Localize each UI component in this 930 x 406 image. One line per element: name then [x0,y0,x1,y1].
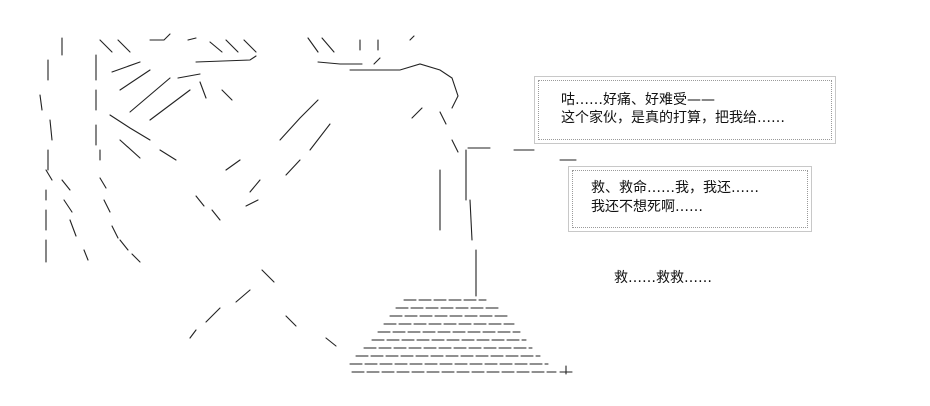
figure-body [195,195,259,221]
upper-fingers [187,37,335,53]
bubble1-line-2: 这个家伙，是真的打算，把我给…… [561,110,785,126]
pole-strokes [439,149,477,297]
palm-lines [109,114,177,161]
left-hair-strokes [39,37,63,171]
forearm-strokes [225,99,331,193]
inner-hair-strokes [95,54,101,161]
pool-layers [349,299,557,373]
pool-edge [559,365,573,375]
figure-legs-left [45,169,89,261]
speech-bubble-1: 咕……好痛、好难受—— 这个家伙，是真的打算，把我给…… [538,80,832,140]
speech-bubble-2: 救、救命……我，我还…… 我还不想死啊…… [572,170,808,228]
bubble1-line-1: 咕……好痛、好难受—— [561,92,715,108]
hand-knuckles [111,61,233,121]
dash-strokes [467,147,577,161]
bubble2-line-2: 我还不想死啊…… [591,199,703,215]
wrist-top [195,55,381,65]
top-right-ticks [359,35,415,51]
side-strokes [411,107,459,153]
bubble2-line-1: 救、救命……我，我还…… [591,180,759,196]
top-strokes [99,33,171,53]
arm-contour [349,63,459,109]
figure-legs-right [99,177,141,263]
free-speech-text: 救……救救…… [614,270,712,286]
ascii-art-illustration [39,33,577,375]
lower-figure-strokes [189,269,337,347]
